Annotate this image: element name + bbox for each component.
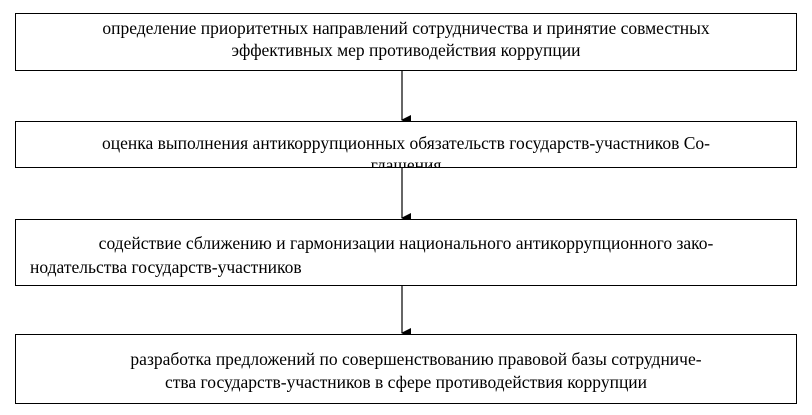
step-4-line-1: разработка предложений по совершенствова… [130,349,702,369]
step-3-line-2: нодательства государств-участников [30,257,302,277]
step-3-line-1: содействие сближению и гармонизации наци… [98,233,714,253]
step-2-line-2: глашения [370,155,442,168]
step-box-1: определение приоритетных направлений сот… [15,13,797,71]
step-box-2: оценка выполнения антикоррупционных обяз… [15,121,797,168]
step-box-4: разработка предложений по совершенствова… [15,334,797,404]
step-box-3: содействие сближению и гармонизации наци… [15,219,797,286]
step-4-line-2: ства государств-участников в сфере проти… [164,372,648,392]
step-1-line-1: определение приоритетных направлений сот… [102,18,710,38]
step-2-line-1: оценка выполнения антикоррупционных обяз… [102,133,710,153]
step-1-line-2: эффективных мер противодействия коррупци… [231,40,581,60]
